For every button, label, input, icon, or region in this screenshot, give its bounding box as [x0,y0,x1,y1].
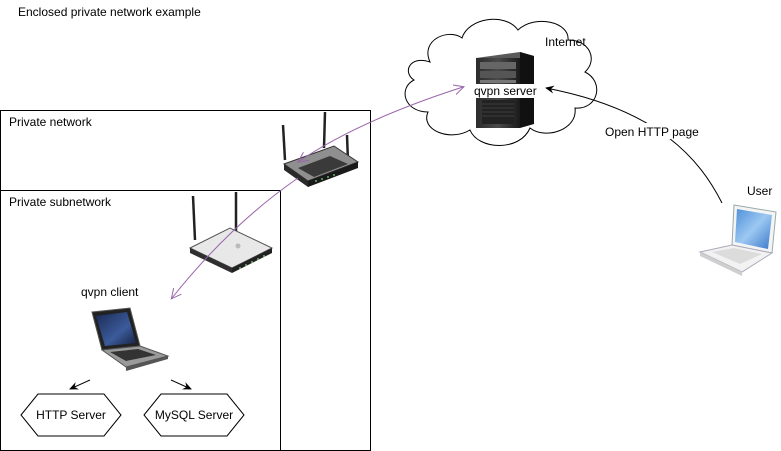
http-server-label: HTTP Server [36,408,106,422]
user-label: User [747,184,773,198]
client-to-http-arrow [69,379,91,390]
diagram-title: Enclosed private network example [18,5,201,19]
private-network-label: Private network [9,115,92,129]
edge-label-open-http: Open HTTP page [605,125,699,139]
vpn-tunnel-client-link [172,177,299,298]
qvpn-client-label: qvpn client [81,285,139,299]
http-server-node [20,393,122,437]
router-icon [281,111,360,187]
router-icon [188,192,274,273]
private-subnetwork-label: Private subnetwork [9,195,112,209]
laptop-icon [91,307,170,371]
mysql-server-label: MySQL Server [154,408,234,422]
internet-label: Internet [545,35,586,49]
laptop-icon [698,204,777,276]
mysql-server-node [143,393,245,437]
qvpn-server-label: qvpn server [474,84,537,98]
client-to-mysql-arrow [170,379,192,390]
edge-label-bg [603,123,693,139]
vpn-tunnel-server-link [298,87,463,162]
